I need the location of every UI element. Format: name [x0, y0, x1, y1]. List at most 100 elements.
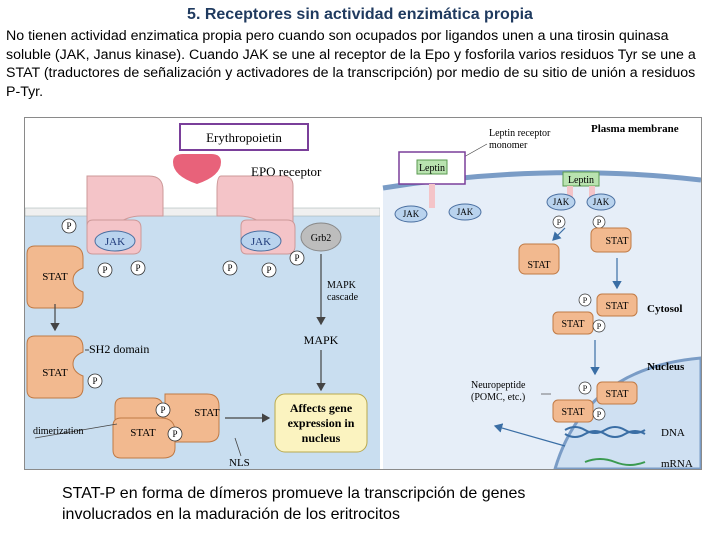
jak-dimer-a [546, 193, 576, 211]
phosphate-9 [167, 426, 183, 442]
phosphate-r5 [578, 381, 592, 395]
leptin-label-right: Leptin [568, 175, 594, 186]
phosphate-r4 [592, 319, 606, 333]
jak-monomer-b-label: JAK [457, 207, 474, 217]
jak-left [94, 230, 136, 252]
neuropeptide-label-2: (POMC, etc.) [471, 392, 525, 403]
signaling-diagram: Erythropoietin EPO receptor JAK JAK Grb2… [25, 118, 701, 469]
mapk-cascade-label-2: cascade [327, 292, 359, 303]
jak-left-label: JAK [105, 236, 125, 248]
intro-paragraph: No tienen actividad enzimatica propia pe… [6, 28, 696, 100]
phosphate-6 [289, 250, 305, 266]
jak-dimer-b [586, 193, 616, 211]
monomer-label-2: monomer [489, 140, 528, 151]
mapk-cascade-label-1: MAPK [327, 280, 357, 291]
phosphate-r3 [578, 293, 592, 307]
leptin-receptor-stalk-right-a [567, 186, 573, 202]
stat-free [26, 335, 84, 399]
phosphate-r1 [552, 215, 566, 229]
mrna-strand [584, 458, 646, 466]
grb2-label: Grb2 [311, 233, 332, 244]
cytosol-label: Cytosol [647, 303, 682, 315]
p-4: P [227, 263, 232, 273]
arrow-transcription [493, 423, 566, 447]
p-8: P [160, 405, 165, 415]
p-7: P [92, 376, 97, 386]
plasma-membrane-left [25, 207, 381, 217]
p-r4: P [597, 322, 602, 331]
neuropeptide-label-1: Neuropeptide [471, 380, 526, 391]
p-3: P [135, 263, 140, 273]
jak-dimer-a-label: JAK [553, 197, 570, 207]
p-r5: P [583, 384, 588, 393]
right-panel: Plasma membrane Leptin receptor monomer … [382, 118, 701, 469]
phosphate-2 [97, 262, 113, 278]
jak-right-label: JAK [251, 236, 271, 248]
erythropoietin-box [179, 123, 309, 151]
slide-title: 5. Receptores sin actividad enzimática p… [187, 6, 533, 23]
dna-strand-2 [564, 430, 646, 438]
nls-label: NLS [229, 457, 250, 469]
epo-receptor-label: EPO receptor [251, 164, 322, 179]
phosphate-5 [261, 262, 277, 278]
caption-line-1: STAT-P en forma de dímeros promueve la t… [62, 485, 526, 502]
stat-free-label: STAT [42, 367, 68, 379]
jak-right [240, 230, 282, 252]
stat-right-free-label: STAT [527, 260, 550, 271]
jak-monomer-b [448, 203, 482, 221]
panel-divider [380, 118, 383, 469]
affects-line-2: expression in [288, 416, 355, 430]
dimerization-label: dimerization [33, 426, 84, 437]
left-panel: Erythropoietin EPO receptor JAK JAK Grb2… [25, 118, 381, 469]
leptin-box-left [398, 151, 466, 185]
grb2-protein [300, 222, 342, 252]
stat-cyto-dimer-top [596, 293, 638, 317]
leptin-receptor-stalk-right-b [589, 186, 595, 202]
p-5: P [266, 265, 271, 275]
phosphate-7 [87, 373, 103, 389]
leptin-label-left: Leptin [419, 163, 445, 174]
stat-nuc-dimer-top-label: STAT [605, 389, 628, 400]
stat-bound-label: STAT [42, 271, 68, 283]
stat-cyto-dimer-bottom-label: STAT [561, 319, 584, 330]
dna-label: DNA [661, 427, 685, 439]
p-r3: P [583, 296, 588, 305]
leptin-ligand-left [416, 159, 448, 175]
mapk-label: MAPK [304, 333, 339, 347]
p-6: P [294, 253, 299, 263]
phosphate-3 [130, 260, 146, 276]
nls-pointer [234, 437, 242, 457]
stat-nuc-dimer-top [596, 381, 638, 405]
p-1: P [66, 221, 71, 231]
monomer-label-1: Leptin receptor [489, 128, 551, 139]
erythropoietin-ligand [173, 154, 221, 184]
caption-line-2: involucrados en la maduración de los eri… [62, 506, 400, 523]
signaling-figure: Erythropoietin EPO receptor JAK JAK Grb2… [24, 117, 702, 470]
affects-line-1: Affects gene [290, 401, 353, 415]
p-9: P [172, 429, 177, 439]
phosphate-1 [61, 218, 77, 234]
stat-dimer-bottom [112, 417, 176, 459]
stat-right-bound-label: STAT [605, 236, 628, 247]
leptin-receptor-stalk-left [429, 184, 435, 208]
affects-gene-box [274, 393, 368, 453]
phosphate-4 [222, 260, 238, 276]
caption: STAT-P en forma de dímeros promueve la t… [62, 483, 682, 525]
jak-dimer-b-label: JAK [593, 197, 610, 207]
stat-bound [26, 245, 84, 309]
stat-cyto-dimer-bottom [552, 311, 594, 335]
leptin-ligand-right [562, 171, 600, 187]
plasma-membrane-label: Plasma membrane [591, 123, 679, 135]
nucleus-label: Nucleus [647, 361, 685, 373]
stat-right-bound [590, 227, 632, 253]
mrna-label: mRNA [661, 458, 693, 469]
jak-monomer-a [394, 205, 428, 223]
stat-dimer-top-label: STAT [194, 407, 220, 419]
dimerization-pointer [34, 423, 118, 439]
arrow-stat-recruit [552, 227, 566, 241]
stat-nuc-dimer-bottom-label: STAT [561, 407, 584, 418]
p-r6: P [597, 410, 602, 419]
jak-monomer-a-label: JAK [403, 209, 420, 219]
affects-line-3: nucleus [302, 431, 341, 445]
phosphate-r6 [592, 407, 606, 421]
